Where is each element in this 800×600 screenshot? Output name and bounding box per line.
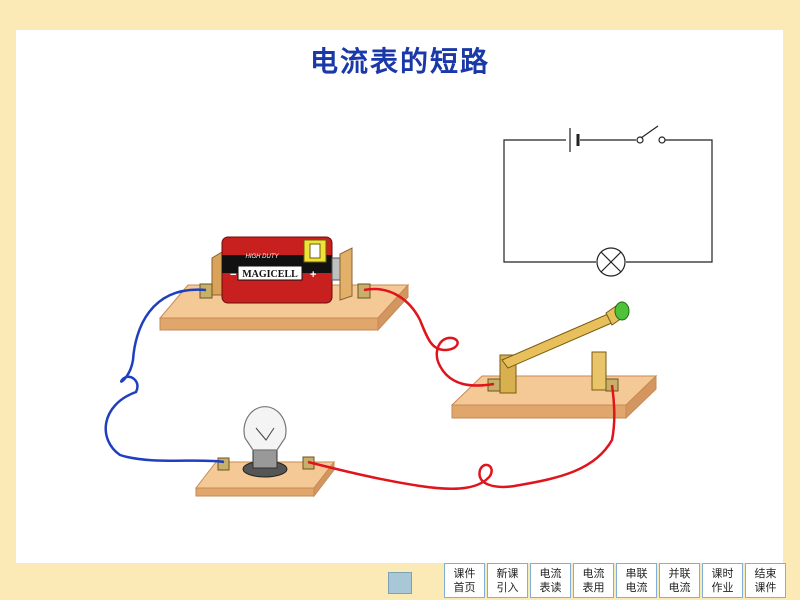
knife-switch (487, 301, 630, 394)
switch-contact-right (658, 136, 666, 144)
camera-icon[interactable] (388, 572, 412, 594)
switch-contact-left (636, 136, 644, 144)
nav-button-end[interactable]: 结束课件 (745, 563, 786, 598)
nav-label: 课时 (711, 566, 734, 580)
slide-title: 电流表的短路 (309, 45, 490, 78)
nav-button-intro[interactable]: 新课引入 (487, 563, 528, 598)
nav-button-homework[interactable]: 课时作业 (702, 563, 743, 598)
nav-label: 电流 (625, 580, 648, 594)
lamp-symbol (596, 247, 626, 277)
nav-label: 首页 (453, 580, 476, 594)
nav-label: 表用 (582, 580, 605, 594)
battery-board-terminals (199, 283, 371, 299)
battery-plus-label: + (310, 269, 316, 281)
battery-top-label: HIGH DUTY (246, 254, 280, 260)
battery-terminal (331, 257, 341, 281)
nav-bar: 课件首页 新课引入 电流表读 电流表用 串联电流 并联电流 课时作业 结束课件 (444, 563, 786, 600)
switch-board (450, 374, 658, 420)
nav-button-ammeter-reading[interactable]: 电流表读 (530, 563, 571, 598)
nav-button-parallel-current[interactable]: 并联电流 (659, 563, 700, 598)
nav-label: 作业 (711, 580, 734, 594)
battery-minus-label: − (230, 269, 236, 281)
nav-label: 课件 (754, 580, 777, 594)
red-wire-battery-switch (363, 287, 495, 387)
blue-wire (104, 288, 225, 464)
nav-label: 并联 (668, 566, 691, 580)
nav-label: 引入 (496, 580, 519, 594)
switch-symbol-arm (640, 125, 659, 139)
switch-handle-knob (614, 301, 630, 321)
nav-label: 课件 (453, 566, 476, 580)
battery-holder-left (211, 251, 223, 296)
nav-label: 串联 (625, 566, 648, 580)
nav-button-home[interactable]: 课件首页 (444, 563, 485, 598)
nav-label: 新课 (496, 566, 519, 580)
nav-label: 电流 (668, 580, 691, 594)
nav-label: 电流 (582, 566, 605, 580)
nav-button-ammeter-usage[interactable]: 电流表用 (573, 563, 614, 598)
battery-holder-right (339, 247, 353, 301)
red-wire-lamp-switch (307, 384, 616, 490)
nav-button-series-current[interactable]: 串联电流 (616, 563, 657, 598)
battery: MAGICELL HIGH DUTY − + (221, 236, 341, 304)
light-bulb (217, 406, 315, 478)
nav-label: 电流 (539, 566, 562, 580)
battery-brand-label: MAGICELL (242, 269, 298, 280)
nav-label: 结束 (754, 566, 777, 580)
nav-label: 表读 (539, 580, 562, 594)
circuit-schematic (503, 125, 713, 277)
